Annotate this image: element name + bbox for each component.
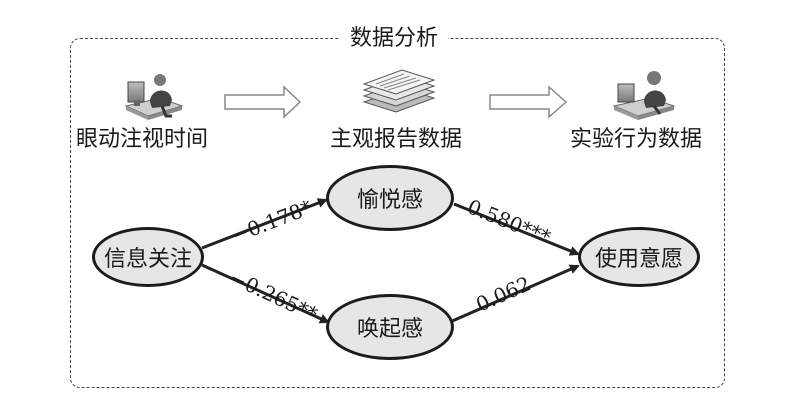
node-arousal-label: 唤起感 [356, 317, 423, 342]
flow-arrow-2 [489, 85, 568, 119]
node-pleasure-label: 愉悦感 [356, 188, 423, 213]
node-info-attention-label: 信息关注 [103, 247, 192, 272]
path-pleasure-intention [453, 202, 580, 256]
person-at-computer-icon [124, 74, 184, 120]
path-info-arousal [201, 263, 330, 324]
coef-info-pleasure: −0.178* [228, 195, 315, 248]
node-arousal: 唤起感 [326, 294, 454, 360]
paper-stack-icon [362, 69, 436, 113]
coef-info-arousal: −0.265** [226, 265, 321, 326]
source-label-behavior: 实验行为数据 [570, 127, 703, 152]
coef-arousal-intention: 0.062 [472, 271, 534, 316]
person-at-computer-icon-right [612, 71, 676, 120]
node-info-attention: 信息关注 [92, 227, 204, 287]
path-info-pleasure [201, 198, 328, 250]
source-label-self-report: 主观报告数据 [330, 127, 463, 152]
node-use-intention-label: 使用意愿 [594, 247, 683, 272]
coef-pleasure-intention: 0.580*** [464, 194, 554, 249]
node-use-intention: 使用意愿 [578, 227, 700, 287]
node-pleasure: 愉悦感 [326, 165, 454, 231]
flow-arrow-1 [224, 85, 302, 119]
frame-title: 数据分析 [340, 25, 449, 53]
path-arousal-intention [449, 264, 580, 324]
source-label-eye-tracking: 眼动注视时间 [76, 127, 209, 152]
